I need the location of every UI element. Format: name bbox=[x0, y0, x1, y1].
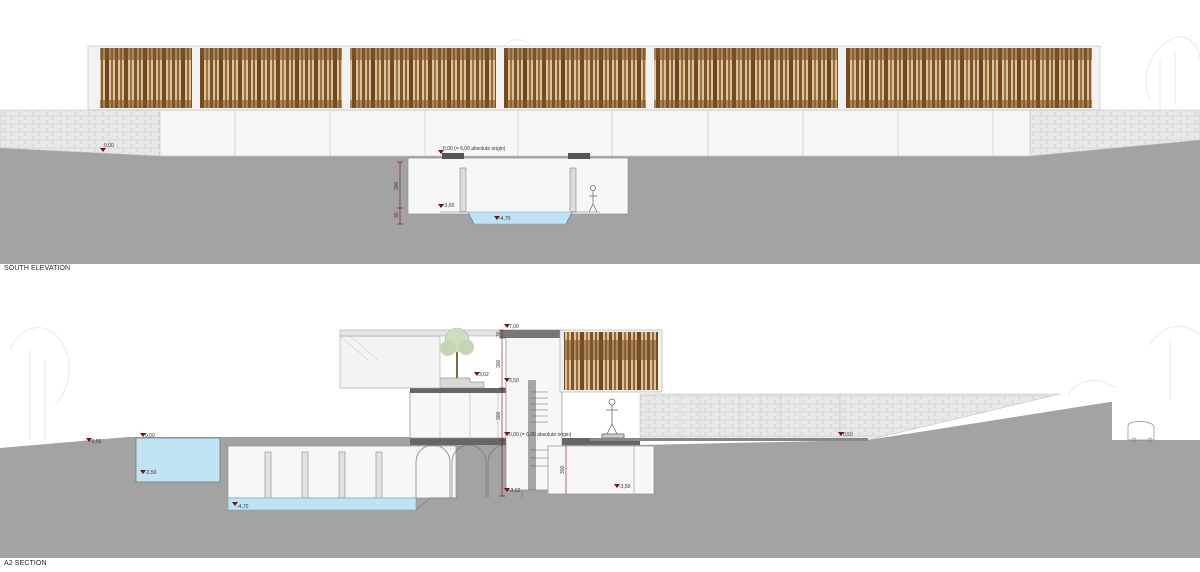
level-label: 0,50 bbox=[843, 432, 853, 438]
background-tree-sketch bbox=[504, 36, 1200, 110]
level-label: -4,70 bbox=[499, 216, 511, 222]
level-label: -3,50 bbox=[145, 470, 157, 476]
courtyard-tree bbox=[440, 327, 474, 378]
level-label: -0,50 bbox=[90, 439, 102, 445]
level-label: 0,00 bbox=[104, 143, 114, 149]
south-elevation: 0,00 0,00 (= 6,00 absolute origin) -3,60… bbox=[0, 36, 1200, 264]
level-label: 3,50 bbox=[509, 378, 519, 384]
first-floor-slab bbox=[410, 388, 520, 393]
level-markers bbox=[86, 324, 844, 506]
level-label: 0,00 (= 6,00 absolute origin) bbox=[443, 146, 506, 152]
a2-section: -0,50 0,00 -3,50 -4,70 7,00 3,62 3,50 0,… bbox=[0, 324, 1200, 558]
terrace-slab bbox=[590, 438, 868, 441]
level-label: -3,62 bbox=[509, 488, 521, 494]
level-label: 0,00 (= 6,00 absolute origin) bbox=[509, 432, 572, 438]
dimension-label: 30 bbox=[496, 331, 502, 337]
stone-wall-left bbox=[0, 109, 161, 157]
lower-pool bbox=[227, 497, 417, 511]
pool-section bbox=[467, 211, 573, 225]
forest-print-panel bbox=[564, 332, 658, 390]
background-tree-sketch bbox=[9, 326, 1200, 440]
statue-figure bbox=[601, 398, 625, 439]
ground-floor-mullions bbox=[439, 392, 499, 438]
dimension-lines bbox=[397, 161, 403, 225]
ground-floor-glass bbox=[409, 391, 521, 439]
level-label: 3,62 bbox=[479, 372, 489, 378]
dimension-lines bbox=[499, 329, 567, 497]
core-roof bbox=[500, 330, 562, 338]
level-label: -3,60 bbox=[443, 203, 455, 209]
level-label: -4,70 bbox=[237, 504, 249, 510]
dimension-label: 30 bbox=[394, 212, 400, 218]
dimension-label: 300 bbox=[496, 411, 502, 420]
dimension-label: 300 bbox=[394, 181, 400, 190]
drawing-caption-a2-section: A2 SECTION bbox=[4, 560, 47, 567]
statue-figure bbox=[588, 185, 598, 213]
dimension-label: 300 bbox=[496, 359, 502, 368]
pool-steps bbox=[415, 497, 458, 511]
entry-stair-left bbox=[442, 153, 464, 159]
dimension-label: 300 bbox=[560, 465, 566, 474]
car-sketch bbox=[1127, 421, 1155, 443]
lower-right-room bbox=[547, 445, 655, 495]
steps-right bbox=[565, 211, 600, 225]
glass-mullions bbox=[234, 110, 994, 156]
wall-slats bbox=[679, 394, 801, 440]
level-label: 0,00 bbox=[145, 433, 155, 439]
level-label: -3,50 bbox=[619, 484, 631, 490]
roof-hatch bbox=[339, 335, 379, 361]
forest-print-panels bbox=[100, 48, 1092, 108]
level-markers bbox=[100, 148, 500, 220]
drawing-caption-south-elevation: SOUTH ELEVATION bbox=[4, 265, 71, 272]
entry-stair-right bbox=[568, 153, 590, 159]
level-label: 7,00 bbox=[509, 324, 519, 330]
glass-base-band bbox=[159, 109, 1031, 157]
outdoor-pool bbox=[135, 437, 221, 483]
roof-parapet bbox=[339, 329, 501, 337]
steps-left bbox=[440, 211, 475, 225]
upper-volume-left bbox=[339, 335, 441, 389]
elevator-shaft bbox=[528, 380, 536, 490]
